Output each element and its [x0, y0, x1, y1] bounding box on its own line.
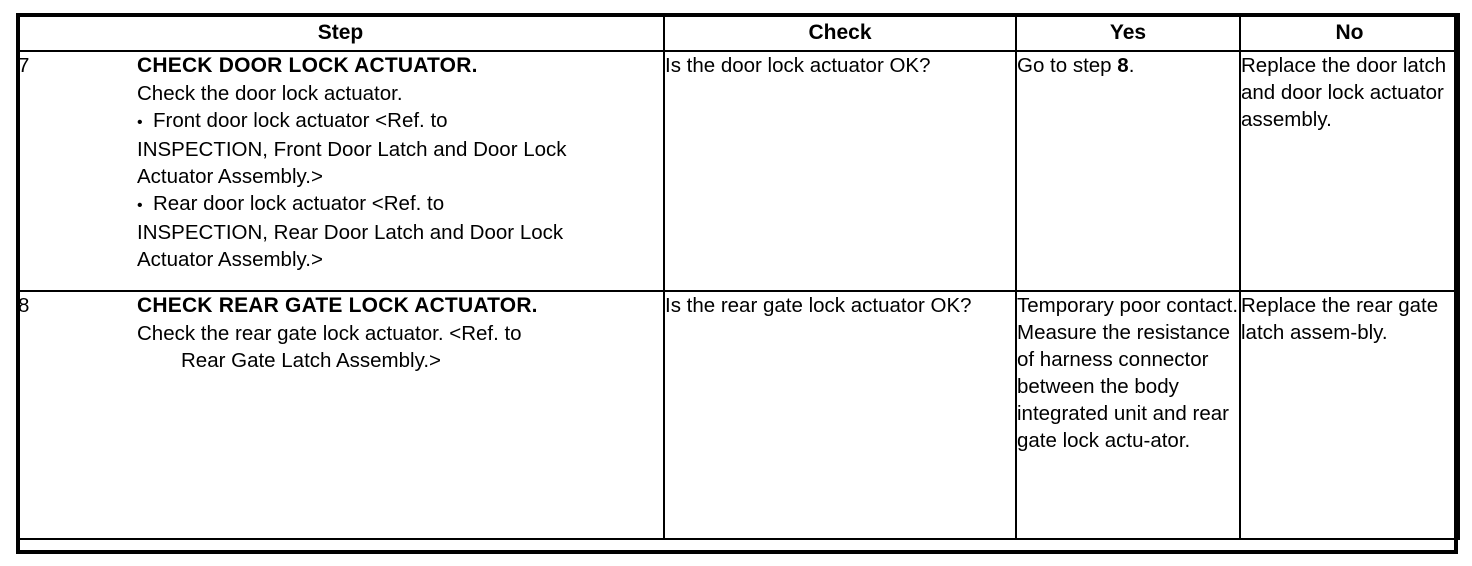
step-bullet-continuation: INSPECTION, Front Door Latch and Door Lo…	[137, 138, 567, 161]
check-text: Is the rear gate lock actuator OK?	[665, 294, 972, 317]
column-header-check: Check	[663, 13, 1017, 52]
no-cell: Replace the door latch and door lock act…	[1239, 50, 1460, 292]
table-body: 7 CHECK DOOR LOCK ACTUATOR. Check the do…	[16, 50, 1460, 540]
step-title: CHECK REAR GATE LOCK ACTUATOR.	[137, 294, 538, 317]
step-cell: 8 CHECK REAR GATE LOCK ACTUATOR. Check t…	[16, 290, 665, 540]
table-header: Step Check Yes No	[16, 13, 1460, 52]
diagnostic-table: Step Check Yes No 7 CHECK DOOR LOCK ACTU…	[16, 13, 1460, 540]
step-description-line: Check the rear gate lock actuator. <Ref.…	[137, 322, 522, 345]
no-text: Replace the door latch and door lock act…	[1241, 54, 1447, 131]
check-cell: Is the door lock actuator OK?	[663, 50, 1017, 292]
yes-text-step-ref: 8	[1117, 54, 1129, 77]
column-header-step: Step	[16, 13, 665, 52]
yes-cell: Temporary poor contact. Measure the resi…	[1015, 290, 1241, 540]
bullet-dot-icon: •	[137, 197, 143, 214]
yes-text: Temporary poor contact. Measure the resi…	[1017, 294, 1239, 452]
table-row: 7 CHECK DOOR LOCK ACTUATOR. Check the do…	[16, 50, 1460, 292]
step-bullet-continuation: Actuator Assembly.>	[137, 165, 323, 188]
bullet-text: Rear door lock actuator <Ref. to	[153, 192, 445, 215]
check-cell: Is the rear gate lock actuator OK?	[663, 290, 1017, 540]
table-row: 8 CHECK REAR GATE LOCK ACTUATOR. Check t…	[16, 290, 1460, 540]
yes-text: Go to step 8.	[1017, 52, 1239, 79]
step-number: 7	[18, 54, 30, 77]
check-text: Is the door lock actuator OK?	[665, 54, 931, 77]
step-title: CHECK DOOR LOCK ACTUATOR.	[137, 54, 478, 77]
step-description-line: Check the door lock actuator.	[137, 82, 403, 105]
bullet-text: Front door lock actuator <Ref. to	[153, 109, 448, 132]
column-header-yes: Yes	[1015, 13, 1241, 52]
step-bullet-item: • Front door lock actuator <Ref. to	[137, 107, 663, 136]
bullet-dot-icon: •	[137, 114, 143, 131]
column-header-no: No	[1239, 13, 1460, 52]
step-number: 8	[18, 294, 30, 317]
step-bullet-continuation: Actuator Assembly.>	[137, 248, 323, 271]
no-text: Replace the rear gate latch assem-bly.	[1241, 294, 1439, 344]
step-reference-line: Rear Gate Latch Assembly.>	[181, 349, 441, 372]
header-row: Step Check Yes No	[16, 13, 1460, 52]
step-bullet-continuation: INSPECTION, Rear Door Latch and Door Loc…	[137, 221, 564, 244]
step-bullet-item: • Rear door lock actuator <Ref. to	[137, 190, 663, 219]
yes-text-suffix: .	[1128, 54, 1135, 77]
yes-text-prefix: Go to step	[1017, 54, 1118, 77]
step-cell: 7 CHECK DOOR LOCK ACTUATOR. Check the do…	[16, 50, 665, 292]
no-cell: Replace the rear gate latch assem-bly.	[1239, 290, 1460, 540]
yes-cell: Go to step 8.	[1015, 50, 1241, 292]
